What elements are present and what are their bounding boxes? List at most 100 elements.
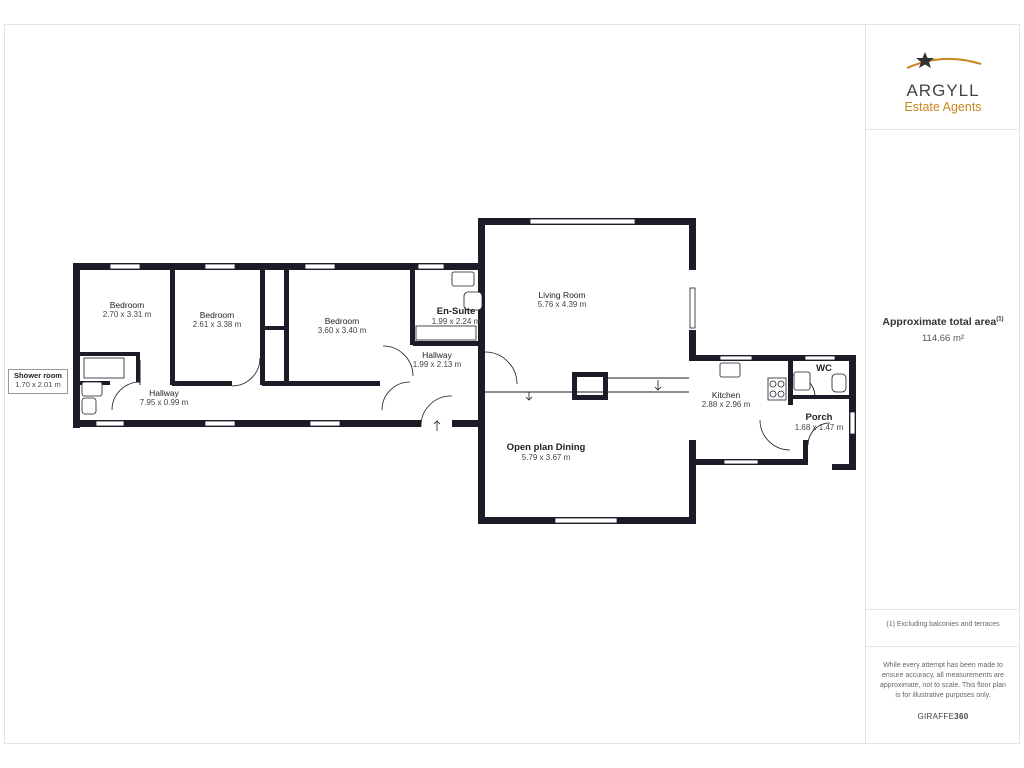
room-name: Porch <box>805 412 833 423</box>
brand-logo: ARGYLL Estate Agents <box>866 50 1020 114</box>
window <box>204 263 236 270</box>
wall-kitchen-wc <box>788 355 793 405</box>
credit-logo: GIRAFFE360 <box>866 712 1020 721</box>
shower-tray <box>83 357 125 379</box>
basin <box>81 381 103 397</box>
wall-north-west-wing <box>73 263 485 270</box>
brand-tagline: Estate Agents <box>904 100 982 114</box>
arrows <box>433 380 662 431</box>
room-name: Bedroom <box>199 310 235 320</box>
window <box>109 263 141 270</box>
room-label-bedroom-3: Bedroom 3.60 x 3.40 m <box>318 316 366 335</box>
window <box>529 218 636 225</box>
area-title: Approximate total area(1) <box>866 316 1020 328</box>
door-swings <box>111 345 831 451</box>
wall-west-end <box>73 263 80 428</box>
wall-shower-east <box>136 352 140 382</box>
window <box>204 420 236 427</box>
room-label-hallway-west: Hallway 7.95 x 0.99 m <box>140 388 188 407</box>
toilet <box>463 291 483 311</box>
room-label-wc: WC <box>816 363 832 374</box>
divider <box>866 646 1020 647</box>
room-name: Kitchen <box>711 390 741 400</box>
wall-bed1-bed2 <box>170 270 175 385</box>
room-name: En-Suite <box>436 306 476 317</box>
window <box>309 420 341 427</box>
star-swoosh-icon <box>906 52 982 69</box>
wall-shower-north <box>80 352 140 356</box>
disclaimer: While every attempt has been made to ens… <box>880 662 1006 699</box>
floor-plan <box>73 218 856 524</box>
room-name: Bedroom <box>324 316 360 326</box>
shower-room-callout: Shower room 1.70 x 2.01 m <box>8 369 68 394</box>
divider <box>866 129 1020 130</box>
window <box>417 263 445 270</box>
windows <box>95 218 856 524</box>
credit-bold: 360 <box>954 712 969 721</box>
room-label-ensuite: En-Suite 1.99 x 2.24 m <box>432 306 480 326</box>
shower-tray <box>415 325 477 341</box>
room-dimensions: 1.68 x 1.47 m <box>794 423 844 432</box>
room-dimensions: 7.95 x 0.99 m <box>139 398 189 407</box>
area-title-sup: (1) <box>996 316 1004 323</box>
wall-dining-east <box>689 440 696 524</box>
room-label-hallway-main: Hallway 1.99 x 2.13 m <box>413 350 461 369</box>
wall-ensuite-south <box>413 341 483 346</box>
credit-light: GIRAFFE <box>917 712 955 721</box>
room-name: Hallway <box>422 350 452 360</box>
brand-name: ARGYLL <box>906 81 980 100</box>
room-dimensions: 5.76 x 4.39 m <box>537 300 587 309</box>
room-dimensions: 5.79 x 3.67 m <box>521 453 571 462</box>
room-label-bedroom-1: Bedroom 2.70 x 3.31 m <box>103 300 151 319</box>
wall-closet-bed3 <box>284 270 289 385</box>
room-name: Bedroom <box>109 300 145 310</box>
wall-living-east-upper <box>689 218 696 270</box>
wall-closet-mid <box>260 326 288 330</box>
window <box>804 355 836 361</box>
window <box>554 517 618 524</box>
wall-bed2-south <box>172 381 232 386</box>
window <box>849 411 856 435</box>
window <box>689 287 696 329</box>
room-label-porch: Porch 1.68 x 1.47 m <box>795 412 843 432</box>
basin <box>793 371 811 391</box>
room-name: Shower room <box>14 371 62 380</box>
toilet <box>831 373 847 393</box>
window <box>719 355 753 361</box>
room-dimensions: 2.61 x 3.38 m <box>192 320 242 329</box>
wall-bed3-south <box>262 381 380 386</box>
room-name: Hallway <box>149 388 179 398</box>
hob <box>767 377 787 401</box>
wall-porch-south <box>832 464 856 470</box>
area-value: 114.66 m² <box>921 333 965 344</box>
info-sidebar: ARGYLL Estate Agents Approximate total a… <box>865 24 1020 744</box>
room-name: WC <box>816 363 832 374</box>
fixtures <box>81 271 847 415</box>
wall-kitchen-north <box>689 355 855 361</box>
fireplace-opening <box>577 377 603 395</box>
wall-wc-south <box>788 395 852 399</box>
wall-kitchen-porch <box>803 440 808 465</box>
wall-south-west-wing <box>73 420 421 427</box>
room-label-kitchen: Kitchen 2.88 x 2.96 m <box>702 390 750 409</box>
wall-south-entrance <box>452 420 482 427</box>
room-label-dining: Open plan Dining 5.79 x 3.67 m <box>507 442 586 462</box>
room-dimensions: 3.60 x 3.40 m <box>317 326 367 335</box>
page-frame <box>4 24 1020 744</box>
room-dimensions: 1.99 x 2.13 m <box>412 360 462 369</box>
room-name: Open plan Dining <box>506 442 586 453</box>
window <box>304 263 336 270</box>
window <box>723 459 759 465</box>
footnote: (1) Excluding balconies and terraces <box>886 621 1000 628</box>
room-dimensions: 2.70 x 3.31 m <box>102 310 152 319</box>
window <box>95 420 125 427</box>
toilet <box>81 397 97 415</box>
sink <box>719 362 741 378</box>
wall-central-west <box>478 218 485 523</box>
basin <box>451 271 475 287</box>
room-dimensions: 1.99 x 2.24 m <box>431 317 481 326</box>
room-name: Living Room <box>538 290 586 300</box>
open-plan-lines <box>139 270 689 393</box>
room-label-living-room: Living Room 5.76 x 4.39 m <box>538 290 586 309</box>
room-dimensions: 1.70 x 2.01 m <box>15 380 61 389</box>
